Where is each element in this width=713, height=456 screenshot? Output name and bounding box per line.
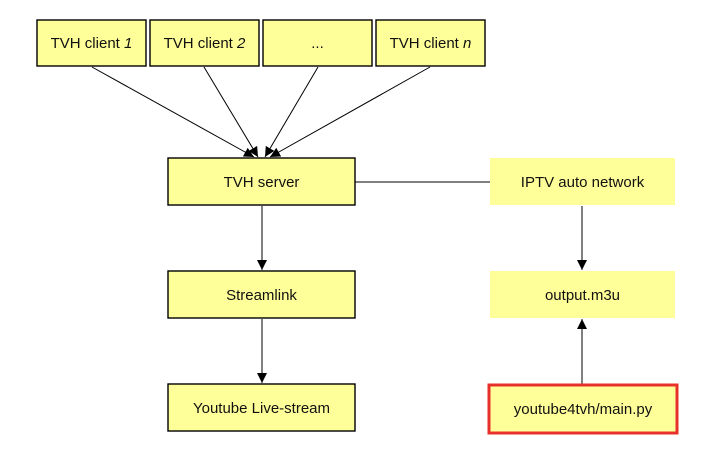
edge-client-n-to-tvh-server — [269, 66, 431, 158]
node-ellipsis: ... — [262, 19, 373, 67]
node-output-m3u-label: output.m3u — [545, 287, 620, 304]
node-tvh-client-2: TVH client 2 — [149, 19, 260, 67]
node-tvh-server-label: TVH server — [224, 174, 300, 191]
node-youtube4tvh-main-py-label: youtube4tvh/main.py — [514, 401, 653, 418]
node-streamlink: Streamlink — [167, 270, 356, 319]
node-output-m3u: output.m3u — [490, 271, 675, 318]
node-youtube-live-stream: Youtube Live-stream — [167, 383, 356, 432]
edge-client-1-to-tvh-server — [91, 66, 255, 158]
node-tvh-client-2-label: TVH client 2 — [164, 35, 246, 52]
edges — [91, 66, 587, 384]
edge-ellipsis-to-tvh-server — [264, 66, 319, 158]
node-youtube4tvh-main-py: youtube4tvh/main.py — [487, 383, 679, 435]
node-tvh-server: TVH server — [167, 157, 356, 206]
edge-client-2-to-tvh-server — [203, 66, 259, 158]
node-youtube-live-stream-label: Youtube Live-stream — [193, 400, 330, 417]
node-tvh-client-1-label: TVH client 1 — [51, 35, 133, 52]
node-tvh-client-n-label: TVH client n — [390, 35, 472, 52]
node-ellipsis-label: ... — [311, 35, 324, 52]
node-iptv-auto-network: IPTV auto network — [490, 158, 675, 205]
node-tvh-client-1: TVH client 1 — [36, 19, 147, 67]
node-iptv-auto-network-label: IPTV auto network — [521, 174, 645, 191]
node-tvh-client-n: TVH client n — [375, 19, 486, 67]
node-streamlink-label: Streamlink — [226, 287, 297, 304]
